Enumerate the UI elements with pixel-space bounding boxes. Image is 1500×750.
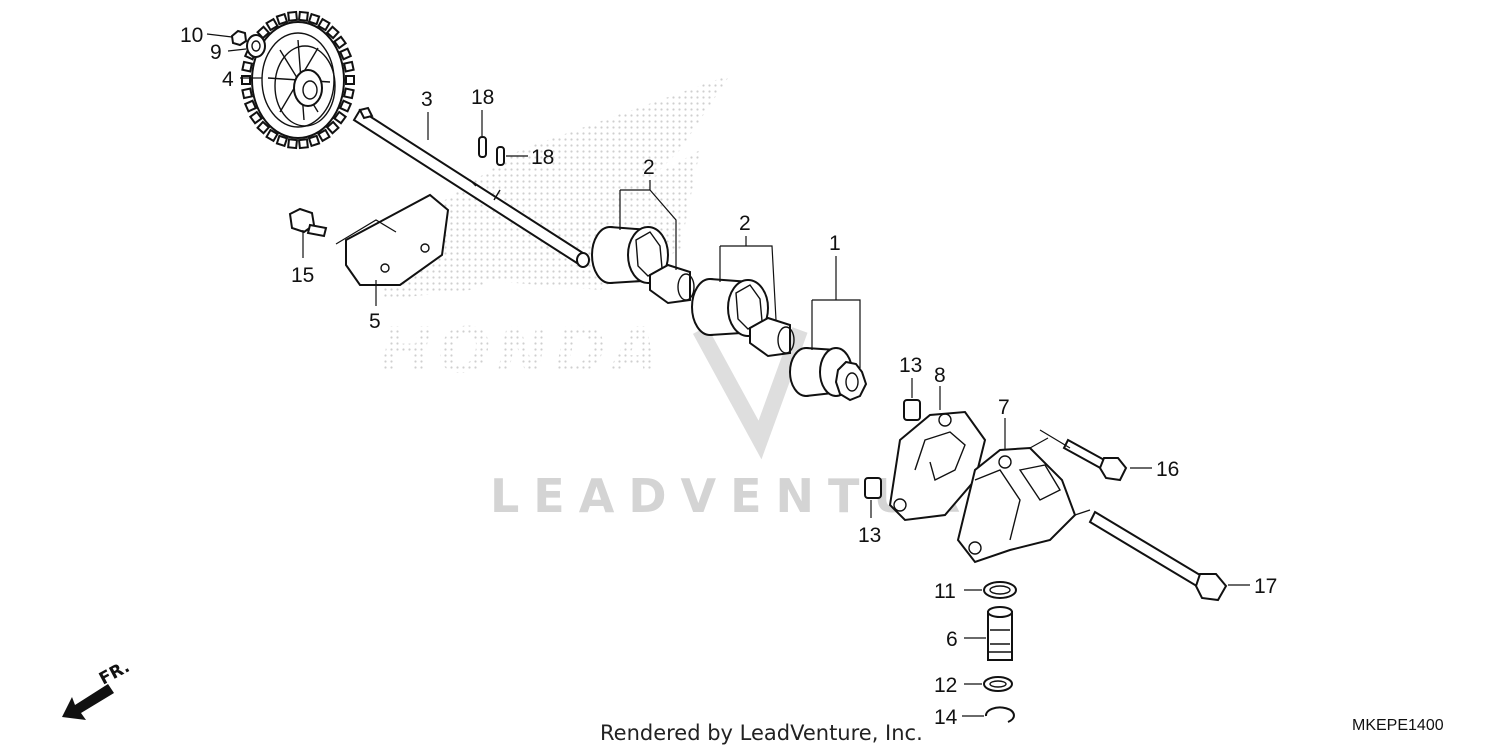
diagram-code: MKEPE1400 — [1352, 717, 1444, 734]
honda-watermark-text: HONDA — [380, 314, 666, 387]
gear-tooth — [275, 12, 289, 26]
gear-tooth — [241, 60, 254, 73]
leader-lines — [206, 33, 1250, 717]
gear-tooth — [317, 128, 331, 143]
callout-labels: 10 9 4 3 18 18 2 2 1 15 5 13 8 7 16 13 1… — [180, 24, 1277, 729]
callout-13a: 13 — [899, 354, 922, 377]
inner-rotor-part-2a — [649, 263, 695, 305]
gear-tooth — [325, 25, 340, 40]
callout-6: 6 — [946, 628, 958, 651]
gear-tooth — [333, 35, 348, 50]
gear-tooth — [297, 10, 309, 22]
callout-5: 5 — [369, 310, 381, 333]
gasket-part-8 — [888, 410, 987, 522]
gear-tooth — [297, 138, 309, 150]
gear-tooth — [241, 87, 254, 100]
fr-label: FR. — [96, 657, 133, 689]
plate-part-5 — [345, 193, 450, 286]
callout-3: 3 — [421, 88, 433, 111]
gear-tooth — [342, 60, 355, 73]
callout-18b: 18 — [531, 146, 554, 169]
gear-tooth — [317, 17, 331, 32]
gear-tooth — [265, 128, 279, 143]
dowel-part-13a — [903, 399, 921, 421]
gear-tooth — [275, 134, 289, 148]
callout-18a: 18 — [471, 86, 494, 109]
gear-tooth — [307, 12, 321, 26]
inner-gear-part-1 — [834, 360, 868, 402]
gear-tooth — [243, 99, 258, 113]
inner-rotor-part-2b — [749, 316, 795, 358]
washer-part-9 — [246, 34, 266, 58]
nut-part-10 — [230, 29, 248, 47]
callout-10: 10 — [180, 24, 203, 47]
valve-part-6 — [987, 606, 1013, 661]
gear-tooth — [307, 134, 321, 148]
rotor-part-2a — [591, 226, 669, 284]
callout-15: 15 — [291, 264, 314, 287]
callout-1: 1 — [829, 232, 841, 255]
gear-tooth — [256, 120, 271, 135]
callout-2b: 2 — [739, 212, 751, 235]
bolt-part-17 — [1088, 510, 1228, 602]
callout-4: 4 — [222, 68, 234, 91]
callout-14: 14 — [934, 706, 958, 729]
bolt-part-16 — [1062, 438, 1128, 482]
gear-tooth — [342, 87, 355, 100]
callout-2a: 2 — [643, 156, 655, 179]
gear-tooth — [333, 110, 348, 125]
gear-tooth — [241, 75, 251, 85]
callout-9: 9 — [210, 41, 222, 64]
gear-tooth — [338, 99, 353, 113]
rotor-part-2b — [691, 278, 769, 337]
leadventure-logo-mark — [692, 326, 808, 460]
callout-17: 17 — [1254, 575, 1277, 598]
dowel-part-13b — [864, 477, 882, 499]
pin-part-18b — [496, 146, 505, 166]
front-direction-arrow: FR. — [62, 657, 133, 720]
gear-tooth — [287, 10, 299, 22]
callout-13b: 13 — [858, 524, 881, 547]
rendered-by-credit: Rendered by LeadVenture, Inc. — [600, 721, 923, 745]
callout-11: 11 — [934, 580, 956, 603]
callout-7: 7 — [998, 396, 1010, 419]
callout-8: 8 — [934, 364, 946, 387]
callout-12: 12 — [934, 674, 957, 697]
gear-tooth — [287, 138, 299, 150]
gear-tooth — [345, 75, 355, 85]
gear-tooth — [325, 120, 340, 135]
callout-16: 16 — [1156, 458, 1179, 481]
pump-cover-part-7 — [956, 446, 1077, 564]
o-ring-part-11 — [983, 581, 1017, 599]
gear-tooth — [338, 47, 353, 61]
gear-tooth — [265, 17, 279, 32]
bolt-part-15 — [288, 207, 328, 238]
gear-part-4 — [241, 10, 355, 150]
o-ring-part-12 — [983, 676, 1013, 692]
gear-tooth — [248, 110, 263, 125]
circlip-part-14 — [984, 706, 1015, 723]
pin-part-18a — [478, 136, 487, 158]
shaft-part-3 — [352, 106, 590, 268]
